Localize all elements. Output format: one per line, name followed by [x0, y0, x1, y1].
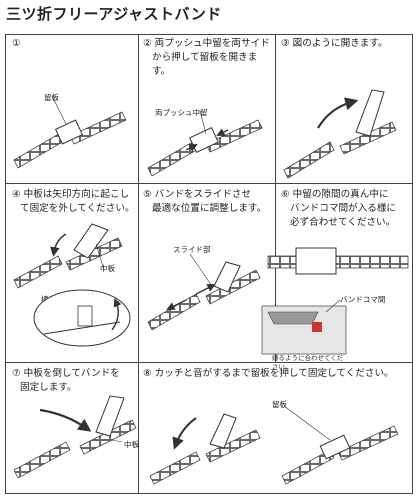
step-1-text: ①	[12, 38, 21, 49]
row-divider-2	[5, 362, 413, 363]
step-6-text-line1: ⑥ 中留の隙間の真ん中に	[281, 189, 389, 200]
band-illustration-4	[13, 223, 131, 347]
band-illustration-8b	[281, 405, 399, 485]
step-4-text-line2: て固定を外してください。	[20, 203, 135, 214]
band-illustration-2	[147, 110, 263, 177]
instruction-frame	[5, 34, 413, 494]
band-illustration-8a	[149, 413, 261, 485]
step-5-text-line2: 最適な位置に調整します。	[152, 203, 267, 214]
step-3-text: ③ 図のように開きます。	[281, 38, 388, 49]
band-illustration-7	[13, 395, 137, 479]
slide-bu-label: スライド部	[173, 245, 211, 254]
nakaita-label-7: 中板	[124, 440, 139, 449]
band-illustration-6	[261, 247, 409, 355]
step-8-text: ⑧ カッチと音がするまで留板を押して固定してください。	[143, 368, 394, 379]
row-divider-1	[5, 183, 413, 184]
band-illustration-1	[13, 95, 127, 169]
band-illustration-5	[147, 253, 261, 331]
tomeita-label-1: 留板	[44, 93, 59, 102]
step-2-text-line1: ② 両プッシュ中留を両サイド	[143, 38, 270, 49]
page-title: 三ツ折フリーアジャストバンド	[6, 5, 222, 23]
step-6-text-line2: バンドコマ間が入る様に	[290, 203, 397, 214]
tomeita-label-8: 留板	[272, 400, 287, 409]
column-divider-1	[138, 34, 139, 494]
ryo-push-label: 両プッシュ中留	[155, 108, 208, 117]
step-7-text-line1: ⑦ 中板を倒してバンドを	[12, 368, 120, 379]
step-6-text-line3: 必ず合わせてください。	[290, 217, 396, 228]
column-divider-2	[275, 34, 276, 362]
step-2-text-line2: から押して留板を開きま	[152, 52, 258, 63]
step-5-text-line1: ⑤ バンドをスライドさせ	[143, 189, 252, 200]
step-4-text-line1: ④ 中板は矢印方向に起こし	[12, 189, 130, 200]
step-2-text-line3: す。	[152, 66, 171, 77]
step-7-text-line2: 固定します。	[20, 382, 77, 393]
nakaita-label-4: 中板	[100, 264, 115, 273]
band-illustration-3	[283, 89, 397, 179]
band-koma-label: バンドコマ間	[340, 295, 386, 304]
